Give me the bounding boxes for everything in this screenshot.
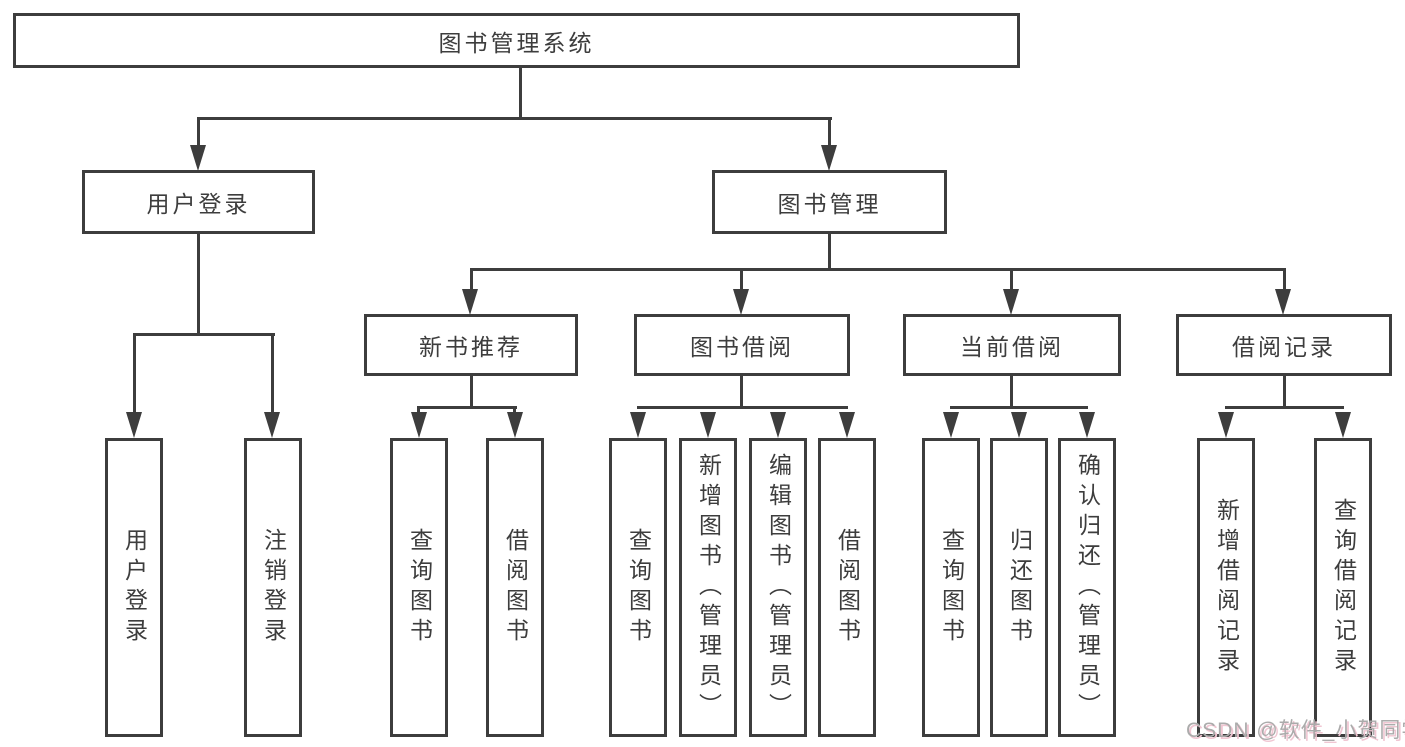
connector-level2-bar — [197, 117, 832, 120]
connector-book-borrow-stub — [740, 376, 743, 409]
leaf-recommend-borrow-books: 借阅图书 — [486, 438, 544, 737]
connector-root-stub — [519, 67, 522, 118]
node-book-management: 图书管理 — [712, 170, 947, 234]
leaf-borrow-books: 借阅图书 — [818, 438, 876, 737]
arrowhead-to-book-management — [821, 145, 837, 171]
leaf-recommend-query-books: 查询图书 — [390, 438, 448, 737]
connector-recommend-drop-2 — [513, 406, 516, 416]
leaf-query-borrow-record: 查询借阅记录 — [1314, 438, 1372, 737]
leaf-edit-books-admin: 编辑图书（管理员） — [749, 438, 807, 737]
node-new-book-recommend: 新书推荐 — [364, 314, 578, 376]
connector-user-login-stub — [197, 233, 200, 336]
node-current-borrow: 当前借阅 — [903, 314, 1121, 376]
arrowhead-to-book-borrow — [733, 289, 749, 315]
csdn-watermark: CSDN @软件_小贺同学 — [1186, 719, 1405, 742]
arrowhead-to-borrow-records — [1275, 289, 1291, 315]
connector-level3-drop-1 — [470, 268, 473, 292]
arrowhead-to-cb-query — [943, 412, 959, 438]
arrowhead-to-cb-return — [1011, 412, 1027, 438]
connector-current-borrow-bar — [950, 406, 1088, 409]
connector-book-borrow-bar — [637, 406, 848, 409]
connector-user-login-drop-2 — [271, 333, 274, 415]
leaf-borrow-query-books: 查询图书 — [609, 438, 667, 737]
connector-level3-bar — [470, 268, 1286, 271]
connector-borrow-records-stub — [1283, 376, 1286, 409]
node-user-login: 用户登录 — [82, 170, 315, 234]
connector-level3-drop-4 — [1283, 268, 1286, 292]
connector-level3-drop-3 — [1010, 268, 1013, 292]
connector-level3-drop-2 — [740, 268, 743, 292]
arrowhead-to-leaf-user-login — [126, 412, 142, 438]
leaf-add-borrow-record: 新增借阅记录 — [1197, 438, 1255, 737]
arrowhead-to-leaf-logout — [264, 412, 280, 438]
connector-recommend-bar — [418, 406, 517, 409]
leaf-logout: 注销登录 — [244, 438, 302, 737]
connector-recommend-drop-1 — [417, 406, 420, 416]
connector-user-login-bar — [133, 333, 275, 336]
node-book-borrow: 图书借阅 — [634, 314, 850, 376]
arrowhead-to-current-borrow — [1003, 289, 1019, 315]
arrowhead-to-bb-edit — [770, 412, 786, 438]
arrowhead-to-br-query — [1335, 412, 1351, 438]
connector-user-login-drop-1 — [133, 333, 136, 415]
connector-book-management-stub — [828, 234, 831, 271]
arrowhead-to-br-add — [1218, 412, 1234, 438]
arrowhead-to-new-book-recommend — [462, 289, 478, 315]
leaf-add-books-admin: 新增图书（管理员） — [679, 438, 737, 737]
connector-level2-left-drop — [197, 117, 200, 149]
arrowhead-to-user-login — [190, 145, 206, 171]
arrowhead-to-bb-borrow — [839, 412, 855, 438]
node-borrow-records: 借阅记录 — [1176, 314, 1392, 376]
arrowhead-to-cb-confirm — [1079, 412, 1095, 438]
leaf-current-query-books: 查询图书 — [922, 438, 980, 737]
arrowhead-to-recommend-query — [411, 412, 427, 438]
connector-borrow-records-bar — [1225, 406, 1344, 409]
node-root-library-system: 图书管理系统 — [13, 13, 1020, 68]
leaf-return-books: 归还图书 — [990, 438, 1048, 737]
leaf-user-login: 用户登录 — [105, 438, 163, 737]
leaf-confirm-return-admin: 确认归还（管理员） — [1058, 438, 1116, 737]
arrowhead-to-bb-query — [630, 412, 646, 438]
connector-current-borrow-stub — [1010, 376, 1013, 409]
arrowhead-to-recommend-borrow — [507, 412, 523, 438]
arrowhead-to-bb-add — [700, 412, 716, 438]
connector-level2-right-drop — [828, 117, 831, 149]
connector-recommend-stub — [470, 376, 473, 409]
